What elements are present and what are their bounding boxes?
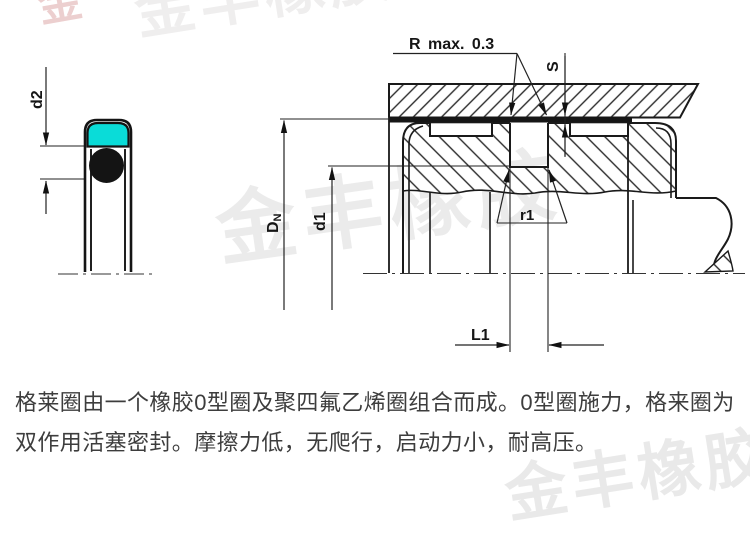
dim-label-d1: d1 (312, 212, 329, 231)
o-ring-section (89, 148, 124, 183)
seal-cross-section: d2 (29, 67, 152, 275)
dim-label-d2: d2 (29, 90, 46, 109)
dim-label-dn: DN (265, 213, 284, 233)
cylinder-wall (388, 83, 700, 273)
description-line-2: 双作用活塞密封。摩擦力低，无爬行，启动力小，耐高压。 (15, 430, 598, 455)
dimensions (280, 52, 604, 352)
installation-drawing: R max. 0.3 S DN d1 r1 L1 (265, 36, 745, 352)
piston-section (402, 121, 677, 273)
page: { "watermark": { "text": "金丰橡胶", "fragme… (15, 0, 750, 531)
dim-label-l1: L1 (471, 327, 490, 344)
product-description: 格莱圈由一个橡胶0型圈及聚四氟乙烯圈组合而成。0型圈施力，格来圈为 双作用活塞密… (15, 383, 745, 463)
dim-label-s: S (545, 61, 562, 72)
dim-label-r-max: R max. 0.3 (409, 36, 494, 53)
description-line-1: 格莱圈由一个橡胶0型圈及聚四氟乙烯圈组合而成。0型圈施力，格来圈为 (15, 390, 735, 415)
bore-contact-band (389, 117, 632, 123)
ptfe-ring-cyan (86, 121, 130, 148)
rod-end (676, 197, 734, 273)
glyd-ring-technical-diagram: d2 (29, 36, 745, 352)
dim-label-r1: r1 (520, 207, 534, 224)
